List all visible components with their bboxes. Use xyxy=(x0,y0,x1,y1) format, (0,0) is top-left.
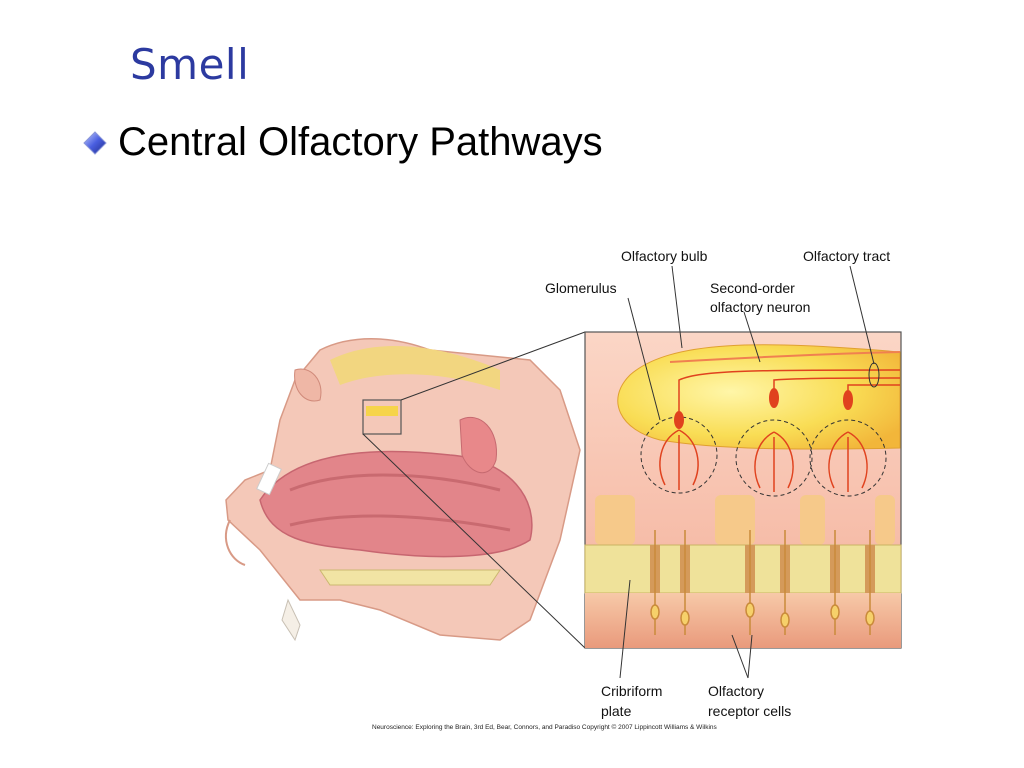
magnified-panel xyxy=(584,331,902,649)
label-cribriform-line2: plate xyxy=(601,703,632,719)
label-second-order-line2: olfactory neuron xyxy=(710,299,810,315)
diamond-bullet-icon xyxy=(83,130,107,155)
figure-caption: Neuroscience: Exploring the Brain, 3rd E… xyxy=(372,724,717,731)
label-cribriform-line1: Cribriform xyxy=(601,683,662,699)
label-receptor-line1: Olfactory xyxy=(708,683,764,699)
bullet-text: Central Olfactory Pathways xyxy=(118,120,603,164)
olfactory-pathway-figure: Olfactory bulb Olfactory tract Glomerulu… xyxy=(200,240,920,740)
cribriform-plate xyxy=(584,544,902,594)
label-olfactory-tract: Olfactory tract xyxy=(803,248,890,264)
bullet-item: Central Olfactory Pathways xyxy=(82,120,603,165)
glomerulus-2 xyxy=(735,388,813,497)
label-glomerulus: Glomerulus xyxy=(545,280,617,296)
receptor-cells xyxy=(650,530,875,635)
slide-title: Smell xyxy=(130,40,250,89)
glomerulus-1 xyxy=(640,411,718,494)
label-olfactory-bulb: Olfactory bulb xyxy=(621,248,708,264)
glomerulus-3 xyxy=(809,390,887,497)
head-sagittal-section xyxy=(225,331,586,649)
label-second-order-line1: Second-order xyxy=(710,280,795,296)
label-receptor-line2: receptor cells xyxy=(708,703,791,719)
leader-lines xyxy=(619,265,875,679)
